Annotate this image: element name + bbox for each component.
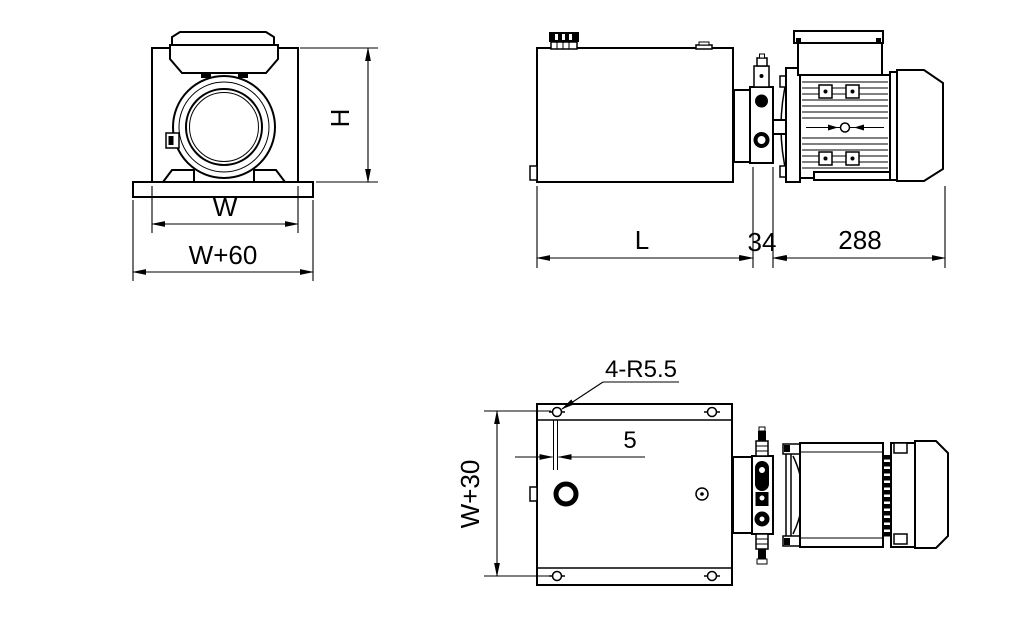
dimension-288: 288	[772, 186, 946, 268]
plan-view: W+30 5 4-R5.5	[455, 356, 949, 586]
terminal-box	[793, 30, 884, 76]
dimension-34: 34	[723, 167, 803, 268]
dimension-W30: W+30	[455, 410, 551, 577]
leader-4R55: 4-R5.5	[561, 356, 679, 410]
outlet-port-ring	[753, 132, 770, 148]
tank-top-plug	[695, 41, 713, 50]
front-view: H W W+60	[132, 31, 378, 281]
port-plug	[755, 94, 768, 108]
dimension-H: H	[300, 47, 378, 183]
dim-label-L: L	[635, 225, 649, 255]
filler-port-ring	[553, 481, 579, 507]
motor-body-plan	[799, 442, 884, 548]
fan-cowl	[896, 69, 944, 182]
dimension-W60: W+60	[132, 200, 314, 281]
pump-coupling-plan	[732, 456, 753, 534]
tank-top-cap	[169, 31, 279, 74]
tank-side-outline	[536, 47, 734, 183]
fan-cover-lip	[889, 71, 898, 181]
motor-foot-right	[253, 169, 287, 183]
motor-foot-left	[161, 169, 195, 183]
dim-label-W: W	[213, 192, 238, 222]
motor-side-tab	[165, 132, 180, 149]
oil-level-slot	[553, 420, 558, 470]
relief-valve	[753, 53, 770, 88]
dim-label-34: 34	[748, 227, 777, 257]
valve-manifold-plan	[751, 426, 774, 565]
dim-label-W30: W+30	[455, 460, 485, 529]
fan-cowl-plan	[914, 440, 949, 549]
tank-weld-tab-plan	[529, 486, 538, 502]
motor-front-circles	[172, 72, 276, 179]
motor-flange	[785, 67, 801, 183]
side-view: L 34 288	[529, 30, 946, 268]
filler-breather-cap	[549, 32, 579, 50]
dim-label-5: 5	[623, 427, 636, 454]
motor-tie-bolts	[818, 84, 860, 166]
motor-foot	[813, 171, 893, 181]
dimension-L: L	[536, 167, 754, 268]
fin-dash-band	[884, 455, 891, 537]
dim-label-4R55: 4-R5.5	[605, 356, 677, 383]
dimension-5: 5	[515, 427, 645, 460]
small-port	[695, 487, 709, 501]
dim-label-W60: W+60	[189, 240, 258, 270]
dim-label-288: 288	[838, 225, 881, 255]
tank-weld-tab	[529, 165, 538, 181]
motor-plan	[782, 440, 949, 549]
motor-cooling-fins	[802, 81, 888, 169]
motor-side	[772, 30, 944, 183]
dimension-W: W	[151, 186, 299, 233]
mounting-holes	[549, 406, 720, 582]
dim-label-H: H	[325, 109, 355, 128]
motor-centerline-band	[801, 120, 889, 135]
pump-coupling	[733, 89, 751, 163]
